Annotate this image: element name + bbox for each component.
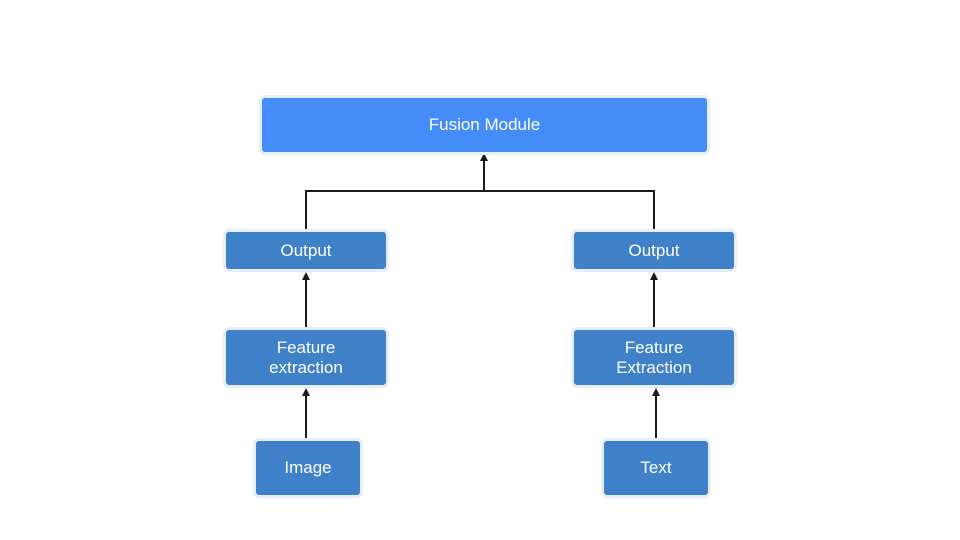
fusion-module-label: Fusion Module (428, 115, 541, 134)
right-feature-extraction-node: Feature Extraction (571, 327, 737, 388)
text-input-label: Text (640, 458, 672, 477)
connector-left-output-to-fusion (305, 190, 484, 230)
connector-right-output-to-fusion (484, 190, 655, 230)
text-input-node: Text (601, 438, 711, 498)
right-feature-extraction-label: Feature Extraction (616, 337, 692, 377)
fusion-module-node: Fusion Module (259, 95, 710, 155)
left-feature-extraction-node: Feature extraction (223, 327, 389, 388)
left-feature-extraction-label: Feature extraction (269, 337, 343, 377)
image-input-label: Image (284, 458, 332, 477)
left-output-label: Output (280, 240, 332, 260)
left-output-node: Output (223, 229, 389, 272)
right-output-label: Output (628, 240, 680, 260)
image-input-node: Image (253, 438, 363, 498)
right-output-node: Output (571, 229, 737, 272)
